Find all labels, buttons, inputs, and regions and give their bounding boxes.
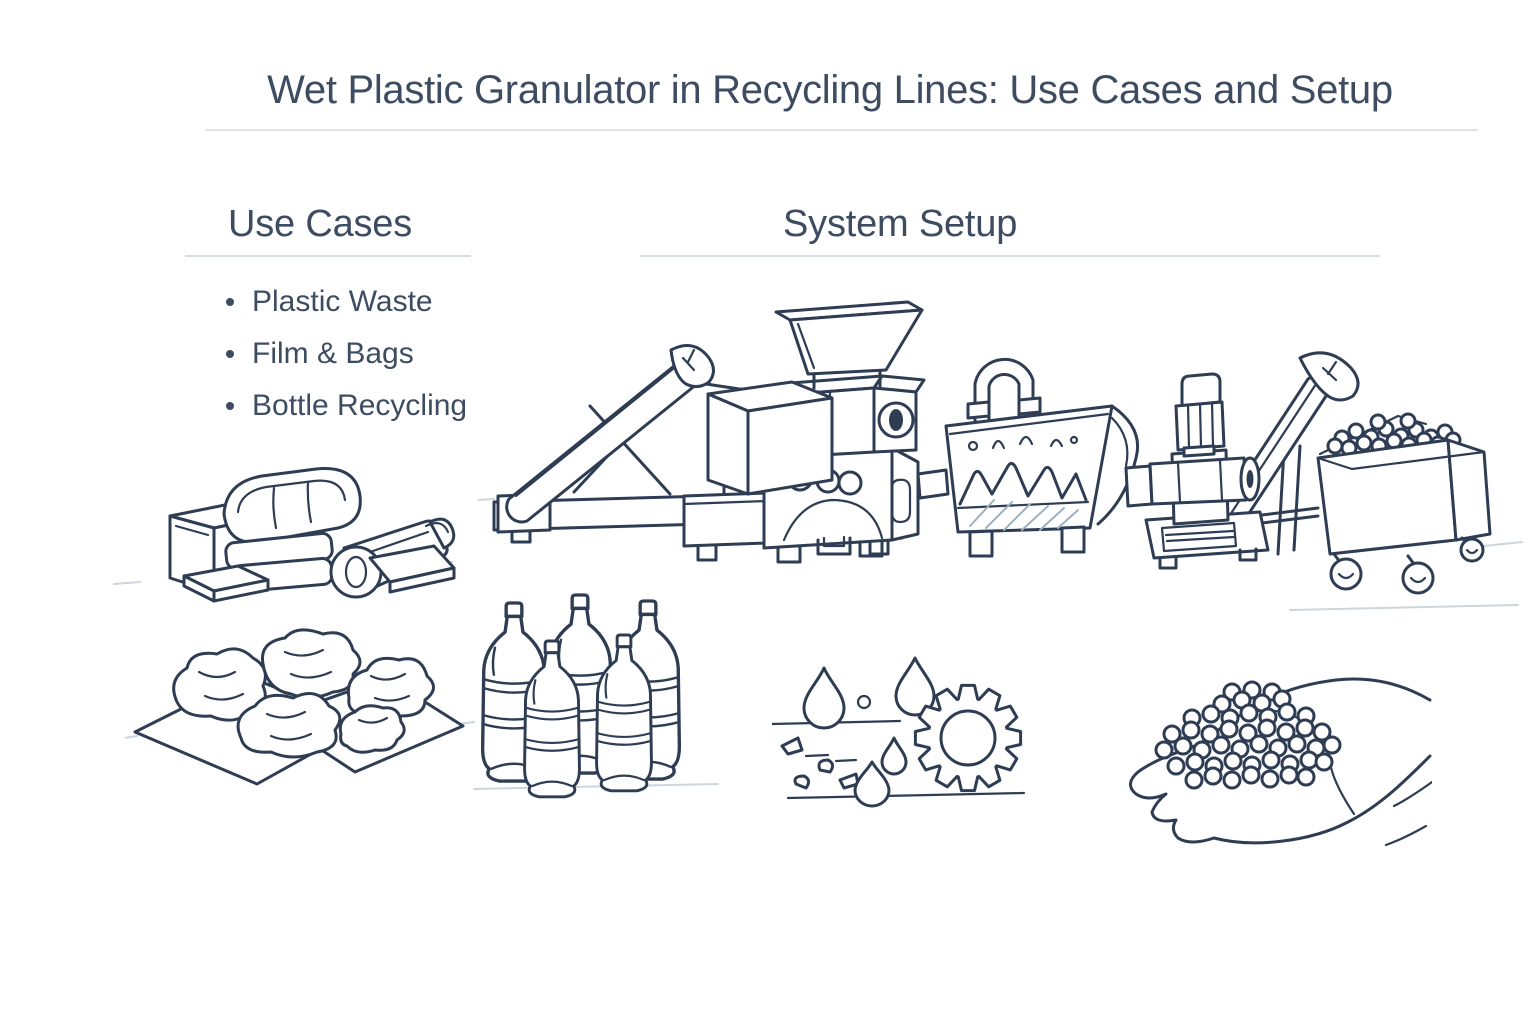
right-slab — [368, 544, 456, 594]
folded-plastic — [222, 467, 362, 544]
plastic-waste-pile-illustration — [113, 467, 456, 603]
pump-illustration — [1124, 372, 1270, 570]
granule-pile — [1154, 680, 1342, 790]
crumpled-bag — [260, 628, 362, 699]
crumpled-bag — [338, 704, 406, 754]
system-setup-heading: System Setup — [783, 203, 1018, 245]
use-cases-list: Plastic Waste Film & Bags Bottle Recycli… — [226, 276, 566, 432]
system-setup-underline — [640, 255, 1380, 257]
film-bags-pile-illustration — [125, 628, 475, 786]
use-case-label: Film & Bags — [252, 337, 414, 370]
water-drop — [802, 666, 846, 730]
water-drop — [853, 760, 891, 808]
recycling-line-illustration — [478, 300, 1523, 611]
flat-box — [182, 564, 270, 603]
wash-tank-illustration — [944, 357, 1140, 558]
crate-illustration — [706, 380, 834, 496]
use-cases-underline — [185, 255, 471, 257]
water-drop — [880, 736, 908, 776]
debris-bits — [780, 736, 860, 790]
use-case-label: Plastic Waste — [252, 285, 433, 318]
bullet-dot — [226, 402, 234, 410]
granule-cart-illustration — [1316, 412, 1492, 595]
gear-icon — [913, 683, 1023, 793]
use-case-item: Plastic Waste — [226, 276, 566, 328]
hand-granules-illustration — [1129, 677, 1432, 847]
bottles-illustration — [473, 593, 719, 799]
bullet-dot — [226, 298, 234, 306]
use-case-item: Film & Bags — [226, 328, 566, 380]
connector-duct — [916, 468, 950, 500]
water-drops-gear-illustration — [772, 656, 1026, 808]
use-case-item: Bottle Recycling — [226, 380, 566, 432]
use-cases-heading: Use Cases — [228, 203, 413, 245]
use-case-label: Bottle Recycling — [252, 389, 468, 422]
title-divider — [205, 129, 1478, 131]
page-title: Wet Plastic Granulator in Recycling Line… — [267, 68, 1393, 112]
water-drop — [894, 656, 936, 717]
crumpled-bag — [236, 692, 342, 759]
bullet-dot — [226, 350, 234, 358]
